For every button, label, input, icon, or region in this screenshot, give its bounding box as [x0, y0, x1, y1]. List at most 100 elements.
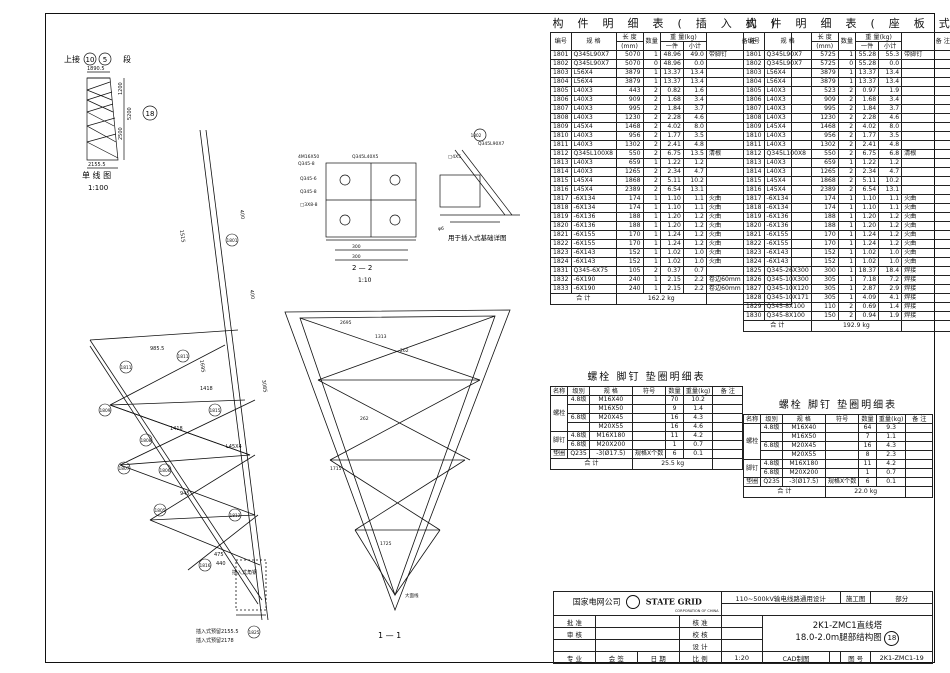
table-cell: 1807 [743, 104, 765, 114]
table-cell: Q345-26X300 [763, 266, 812, 276]
table-cell: 3.7 [878, 104, 903, 114]
table-cell: 1.24 [855, 239, 880, 249]
table-cell: 垫圈 [742, 477, 762, 487]
table-cell: 2 [837, 86, 857, 96]
table-cell: 550 [810, 149, 839, 159]
table-cell: L45X4 [570, 176, 617, 186]
table-cell: 4.8 [682, 140, 707, 150]
table-cell: 1868 [810, 176, 839, 186]
table-cell: 1.10 [659, 203, 684, 213]
table-cell: 7.18 [855, 275, 880, 285]
table-cell: 1819 [550, 212, 572, 222]
table-cell: 1819 [743, 212, 765, 222]
table-cell: 1806 [550, 95, 572, 105]
table-cell: 170 [810, 230, 839, 240]
table-cell: 1824 [743, 257, 765, 267]
table-cell: 956 [810, 131, 839, 141]
table-cell: 2 [837, 311, 857, 321]
table-cell: 5070 [615, 59, 644, 69]
table-cell: L40X3 [570, 113, 617, 123]
table-cell: 规格X个数 [824, 477, 860, 487]
table-cell: 1 [642, 230, 661, 240]
svg-text:1313: 1313 [375, 334, 387, 340]
table-cell: M16X50 [588, 404, 633, 414]
table-cell [824, 441, 860, 451]
table-cell: 16 [665, 413, 684, 423]
table-cell: -6X190 [570, 284, 617, 294]
table-cell: L40X3 [763, 104, 812, 114]
table-cell: 2 [837, 185, 857, 195]
table-cell: 1832 [550, 275, 572, 285]
table-cell: 4.8级 [760, 459, 783, 469]
svg-text:1808: 1808 [141, 438, 152, 444]
table-cell: 焊接 [901, 266, 950, 276]
table-cell: 4.8级 [567, 395, 590, 405]
table-cell: -6X134 [570, 203, 617, 213]
svg-text:1418: 1418 [200, 386, 213, 392]
table-cell [712, 449, 743, 459]
table-cell: 4.02 [659, 122, 684, 132]
svg-text:1890.5: 1890.5 [87, 66, 105, 72]
table-cell: 1 [837, 158, 857, 168]
table-cell: 13.4 [682, 68, 707, 78]
table-cell: 2 [837, 149, 857, 159]
table-cell: 1.9 [878, 311, 903, 321]
table-cell: 2.87 [855, 284, 880, 294]
table-cell: 1818 [550, 203, 572, 213]
table-cell: 11 [665, 431, 684, 441]
header-seg2: 5 [103, 56, 107, 64]
table-cell: -6X155 [570, 239, 617, 249]
table-cell: 1 [837, 284, 857, 294]
table-cell: 0.1 [875, 477, 907, 487]
table-cell: 1815 [743, 176, 765, 186]
table-cell: 1821 [550, 230, 572, 240]
table-cell: L45X4 [570, 185, 617, 195]
table-cell: 1 [642, 158, 661, 168]
table-cell: 火曲 [901, 248, 950, 258]
table-cell: 174 [810, 203, 839, 213]
svg-text:插入式预留2155.5: 插入式预留2155.5 [196, 628, 239, 635]
plug-bolt-table: 螺栓 脚钉 垫圈明细表 名称 级别 规 格 符号 数量 重量(kg) 备 注 螺… [549, 370, 743, 470]
table-cell: 4.6 [682, 422, 714, 432]
table-cell: 0.94 [855, 311, 880, 321]
table-cell: 170 [615, 230, 644, 240]
plug-detail-callouts: Q345L90X7 1802 □4X5 φ6 [438, 133, 504, 232]
header-seg1: 10 [86, 56, 95, 64]
table-cell: 1 [837, 239, 857, 249]
table-cell: Q345-8X100 [763, 311, 812, 321]
table-cell: 1810 [550, 131, 572, 141]
seat-member-table: 构件明细表(座板式) 编号 规 格 长 度 数量 重 量(kg) 备 注 (mm… [743, 16, 950, 332]
table-cell: 4.8级 [567, 431, 590, 441]
table-cell: 550 [615, 149, 644, 159]
table-cell: L56X4 [763, 77, 812, 87]
table-cell: 1.10 [855, 194, 880, 204]
table-cell: L45X4 [570, 122, 617, 132]
table-cell [824, 423, 860, 433]
section-2-2-view [325, 162, 417, 261]
table-cell: 0.0 [682, 59, 707, 69]
table-cell: 6.75 [855, 149, 880, 159]
table-cell: 1868 [615, 176, 644, 186]
table-cell: 4.2 [875, 459, 907, 469]
table-cell: 1.10 [855, 203, 880, 213]
table-cell: 49.0 [682, 50, 707, 60]
svg-text:Q345-8: Q345-8 [300, 189, 317, 195]
table-cell [905, 432, 933, 442]
table-cell [760, 450, 783, 460]
table-cell: 188 [810, 221, 839, 231]
table-cell: 152 [810, 248, 839, 258]
table-cell: 2.41 [855, 140, 880, 150]
table-cell: 1812 [550, 149, 572, 159]
table-cell: 1.6 [682, 86, 707, 96]
table-cell: -6X134 [763, 203, 812, 213]
table-cell: 5.11 [659, 176, 684, 186]
table-cell: L40X3 [570, 140, 617, 150]
table-cell: 2.34 [855, 167, 880, 177]
table-cell: 1.20 [659, 212, 684, 222]
